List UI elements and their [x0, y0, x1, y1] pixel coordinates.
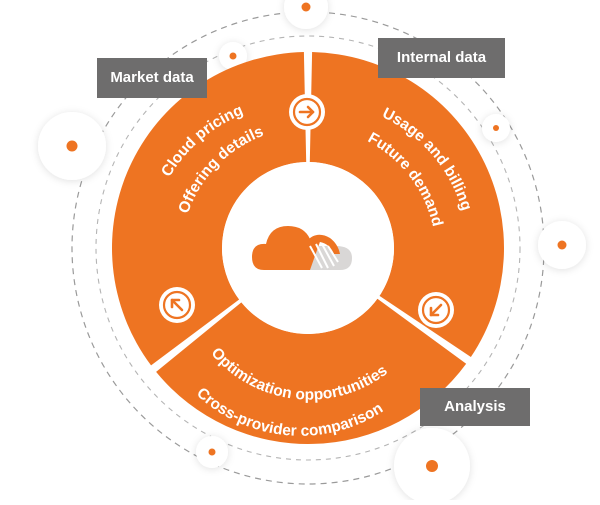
satellite-dot [38, 112, 106, 180]
label-analysis: Analysis [420, 388, 530, 426]
label-internal-data: Internal data [378, 38, 505, 78]
satellite-dot [219, 42, 247, 70]
satellite-dot [196, 436, 228, 468]
arrow-up-left-icon [159, 287, 195, 323]
satellite-dot [394, 428, 470, 504]
segment-market-data [112, 52, 307, 366]
satellite-dot [482, 114, 510, 142]
segment-ring [112, 52, 504, 444]
satellite-dot [284, 0, 328, 29]
arrow-right-icon [289, 94, 325, 130]
arrow-down-left-icon [418, 292, 454, 328]
segment-internal-data [309, 52, 504, 358]
orbit-ring-inner [95, 35, 521, 461]
segment-analysis [156, 298, 467, 444]
satellite-dot [538, 221, 586, 269]
label-market-data: Market data [97, 58, 207, 98]
cloud-icon [252, 226, 352, 270]
